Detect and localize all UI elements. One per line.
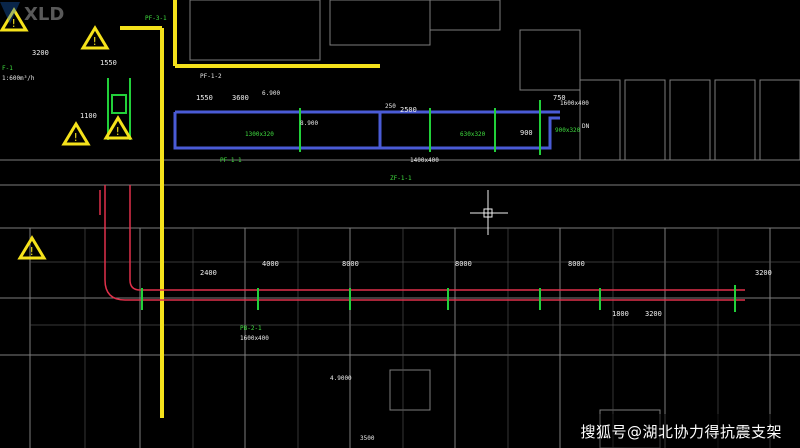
annotation-label: 8.900 <box>300 120 318 127</box>
dim-bay-2: 8000 <box>342 260 359 268</box>
seismic-brackets <box>107 78 736 312</box>
annotation-label: DN <box>582 123 590 130</box>
annotation-label: F-1 <box>2 65 13 72</box>
annotation-label: PF-3-1 <box>145 15 167 22</box>
dim-bay-3: 8000 <box>455 260 472 268</box>
dim-top-left-b: 1550 <box>100 59 117 67</box>
warning-triangle-icon[interactable]: ! <box>80 25 110 50</box>
cad-crosshair-cursor[interactable] <box>470 190 508 235</box>
logo-letters: XLD <box>24 4 64 25</box>
annotation-label: 250 <box>385 103 396 110</box>
cell-grid <box>30 228 800 448</box>
dim-top-left-a: 3200 <box>32 49 49 57</box>
dim-top-mid-a: 1550 <box>196 94 213 102</box>
warning-triangle-icon[interactable]: ! <box>17 235 47 260</box>
annotation-label: PF-1-1 <box>220 157 242 164</box>
watermark-text: 搜狐号@湖北协力得抗震支架 <box>580 422 782 441</box>
annotation-label: ZF-1-1 <box>390 175 412 182</box>
annotation-label: 3500 <box>360 435 375 442</box>
dim-mid-vert: 900 <box>520 129 533 137</box>
company-logo: XLD <box>0 2 64 25</box>
svg-text:!: ! <box>116 125 120 138</box>
warning-triangle-icon[interactable]: ! <box>103 115 133 140</box>
annotation-label: 1400x400 <box>410 157 439 164</box>
red-duct <box>99 185 745 301</box>
svg-text:!: ! <box>30 245 34 258</box>
annotation-label: 1:600m³/h <box>2 75 35 82</box>
annotation-label: 900x320 <box>555 127 581 134</box>
dim-right-vert: 3200 <box>755 269 772 277</box>
watermark-bar: 搜狐号@湖北协力得抗震支架 <box>570 414 800 448</box>
dim-left-vert: 2400 <box>200 269 217 277</box>
annotation-label: 1600x400 <box>240 335 269 342</box>
dim-top-right-a: 2500 <box>400 106 417 114</box>
annotation-label: PF-1-2 <box>200 73 222 80</box>
warning-triangle-icon[interactable]: ! <box>0 7 29 32</box>
warning-triangle-icon[interactable]: ! <box>61 121 91 146</box>
dim-bay-4: 8000 <box>568 260 585 268</box>
annotation-label: 1600x400 <box>560 100 589 107</box>
annotation-label: 4.9000 <box>330 375 352 382</box>
annotation-label: 1300x320 <box>245 131 274 138</box>
dim-corridor: 1100 <box>80 112 97 120</box>
svg-text:!: ! <box>74 131 78 144</box>
annotation-label: PB-2-1 <box>240 325 262 332</box>
dim-top-right-b: 750 <box>553 94 566 102</box>
svg-text:!: ! <box>12 17 16 30</box>
annotation-label: 6.900 <box>262 90 280 97</box>
dim-top-mid-b: 3600 <box>232 94 249 102</box>
svg-text:!: ! <box>93 35 97 48</box>
dim-bay-1: 4000 <box>262 260 279 268</box>
dim-right-small-2: 1800 <box>612 310 629 318</box>
annotation-label: 630x320 <box>460 131 486 138</box>
yellow-duct <box>120 0 380 418</box>
blue-duct <box>173 110 560 150</box>
dim-right-small: 3200 <box>645 310 662 318</box>
